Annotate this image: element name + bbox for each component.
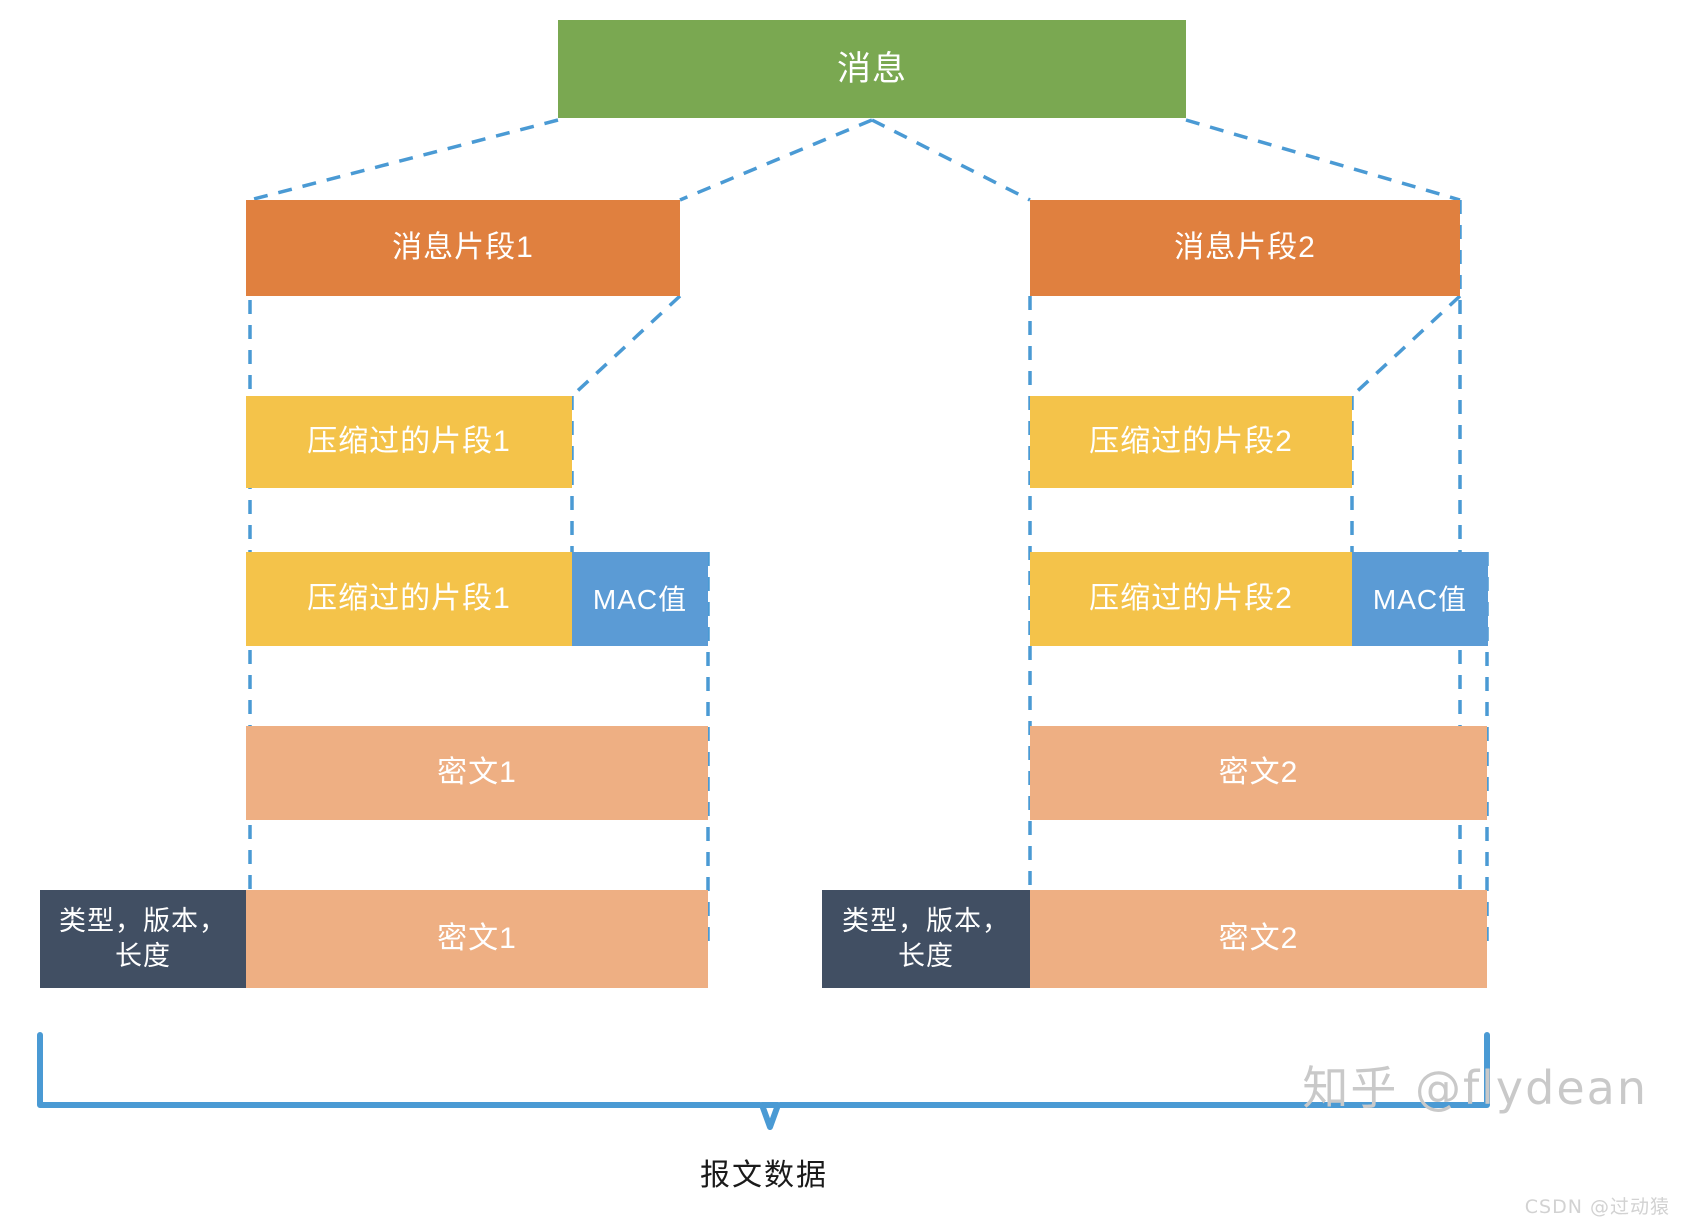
record-payload-box-2[interactable]: 密文2 <box>1030 890 1487 988</box>
bottom-bracket <box>37 1032 1490 1130</box>
fragment-box-1[interactable]: 消息片段1 <box>246 200 680 296</box>
compressed-with-mac-box-1[interactable]: 压缩过的片段1 <box>246 552 572 646</box>
connector-message-to-fragment2 <box>1185 118 1461 202</box>
record-header-box-1[interactable]: 类型，版本， 长度 <box>40 890 246 988</box>
guide-right-compressed-diag <box>1350 294 1462 398</box>
mac-box-2[interactable]: MAC值 <box>1352 552 1488 646</box>
record-header-box-2[interactable]: 类型，版本， 长度 <box>822 890 1030 988</box>
ciphertext-box-1[interactable]: 密文1 <box>246 726 708 820</box>
fragment-box-2[interactable]: 消息片段2 <box>1030 200 1460 296</box>
message-box[interactable]: 消息 <box>558 20 1186 118</box>
connector-message-to-fragment1 <box>249 118 559 202</box>
compressed-box-2[interactable]: 压缩过的片段2 <box>1030 396 1352 488</box>
compressed-box-1[interactable]: 压缩过的片段1 <box>246 396 572 488</box>
zhihu-watermark: 知乎 @flydean <box>1302 1061 1648 1115</box>
record-payload-box-1[interactable]: 密文1 <box>246 890 708 988</box>
bracket-caption: 报文数据 <box>700 1159 828 1192</box>
ciphertext-box-2[interactable]: 密文2 <box>1030 726 1487 820</box>
guide-left-fragment-to-compressed <box>570 294 682 398</box>
mac-box-1[interactable]: MAC值 <box>572 552 708 646</box>
connector-apex-to-fragment1-right <box>679 118 873 202</box>
csdn-watermark: CSDN @过动猿 <box>1524 1196 1670 1218</box>
compressed-with-mac-box-2[interactable]: 压缩过的片段2 <box>1030 552 1352 646</box>
connector-apex-to-fragment2-left <box>871 118 1031 202</box>
